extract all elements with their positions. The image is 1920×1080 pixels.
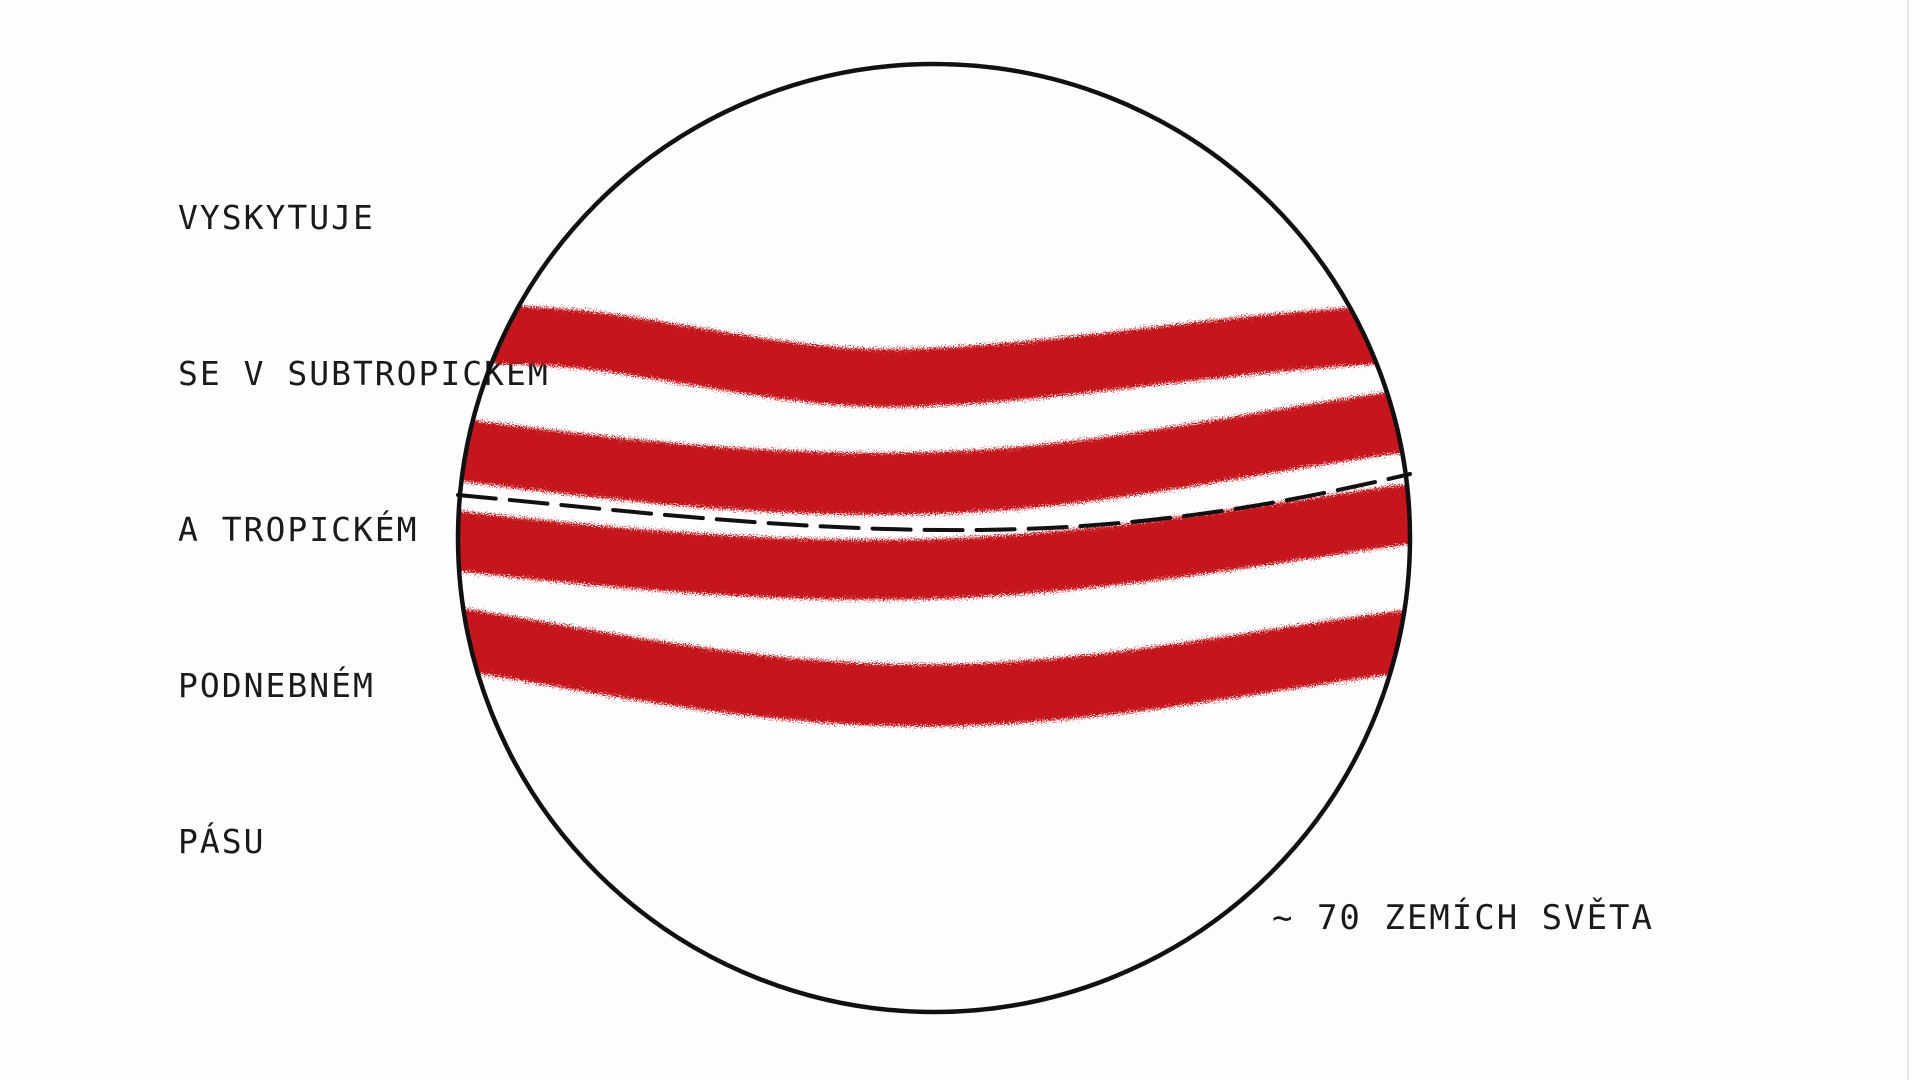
paper-edge xyxy=(1907,0,1909,1080)
stripe-2 xyxy=(458,391,1410,515)
note-line-5: PÁSU xyxy=(178,822,266,861)
globe-outline xyxy=(455,61,1413,1015)
stripe-4 xyxy=(458,609,1410,727)
equator-line xyxy=(456,472,1412,533)
note-line-4: PODNEBNÉM xyxy=(178,666,375,705)
tropical-stripes xyxy=(458,306,1410,727)
stripe-1 xyxy=(471,306,1409,408)
note-line-1: VYSKYTUJE xyxy=(178,198,375,237)
country-count-label: ~ 70 ZEMÍCH SVĚTA xyxy=(1272,898,1654,938)
note-line-3: A TROPICKÉM xyxy=(178,510,419,549)
stripe-3 xyxy=(458,485,1410,600)
